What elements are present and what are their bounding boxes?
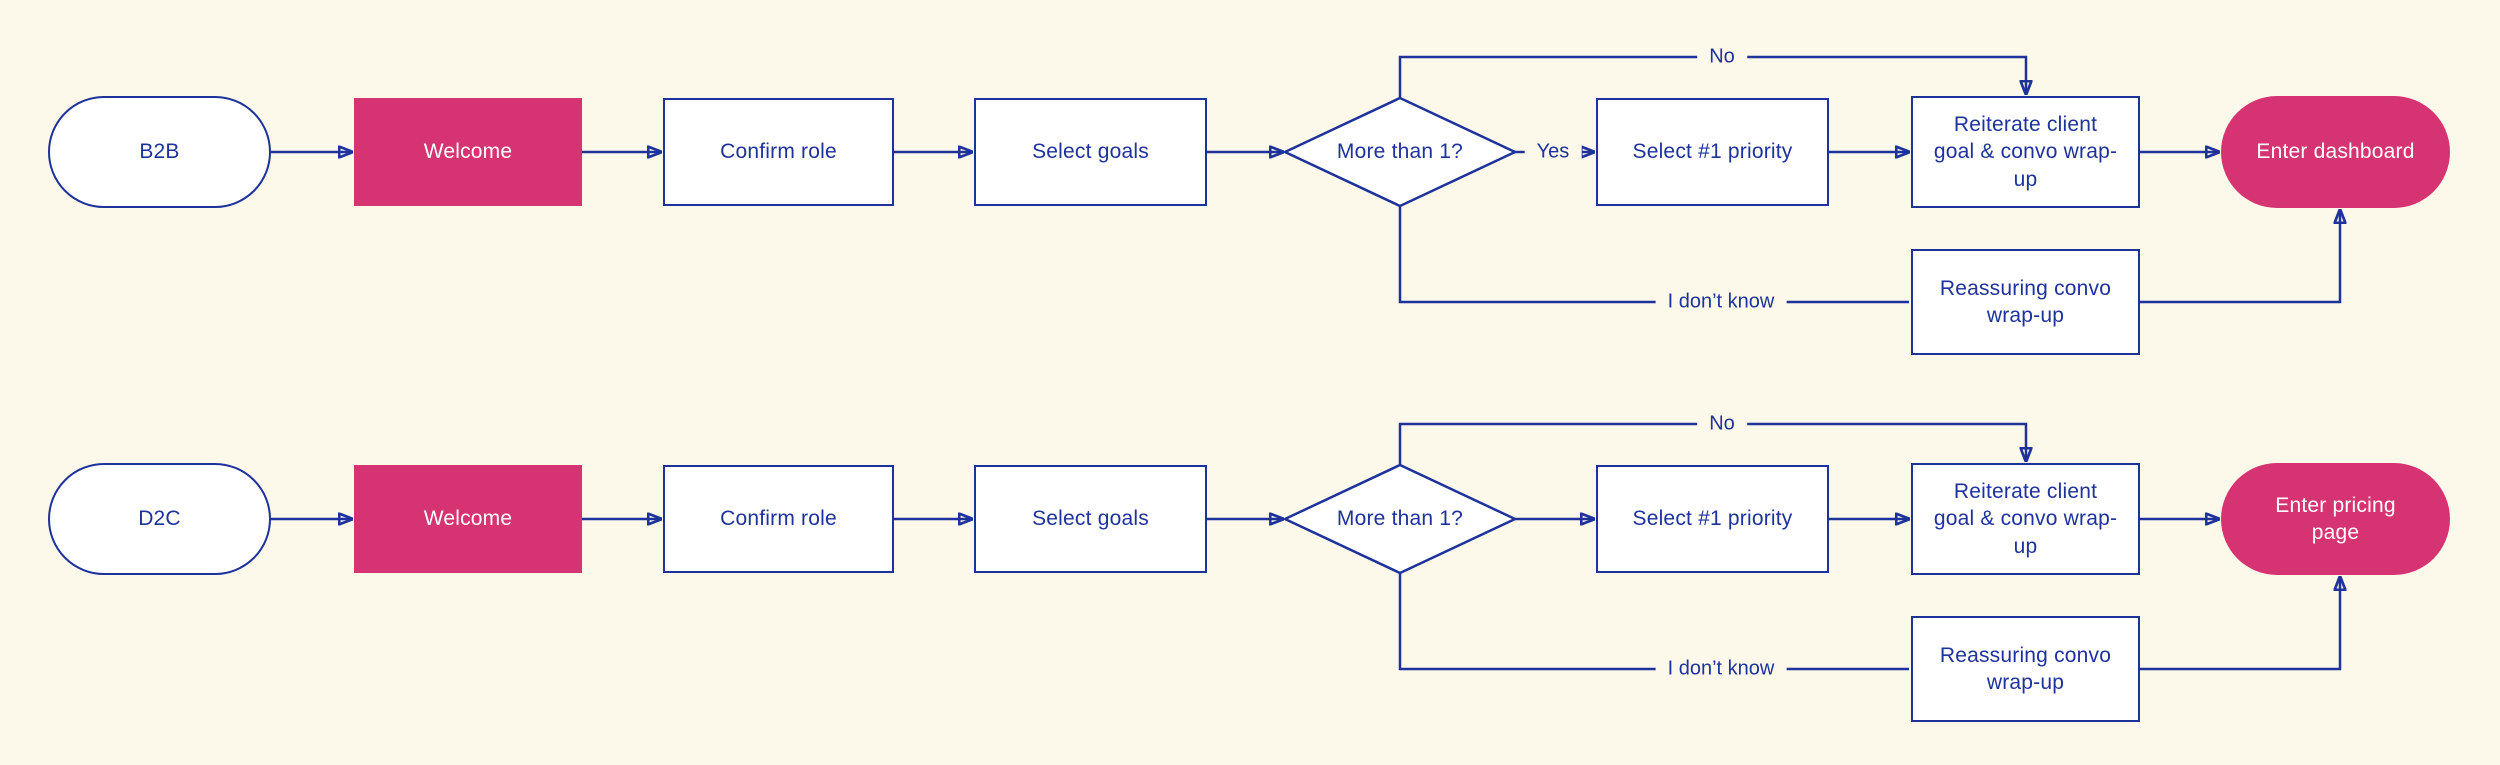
decision-label: More than 1? xyxy=(1336,507,1464,531)
confirm-role-node[interactable]: Confirm role xyxy=(663,465,894,573)
end-node-label: Enter dashboard xyxy=(2256,140,2415,164)
end-node-pricing[interactable]: Enter pricing page xyxy=(2221,463,2450,575)
select-goals-node[interactable]: Select goals xyxy=(974,98,1207,206)
start-node-b2b[interactable]: B2B xyxy=(48,96,271,208)
unknown-branch-label: I don’t know xyxy=(1655,288,1787,316)
reiterate-goal-node[interactable]: Reiterate client goal & convo wrap-up xyxy=(1911,463,2140,575)
reiterate-goal-label: Reiterate client goal & convo wrap-up xyxy=(1933,480,2118,558)
welcome-node-label: Welcome xyxy=(423,507,513,531)
reiterate-goal-node[interactable]: Reiterate client goal & convo wrap-up xyxy=(1911,96,2140,208)
no-branch-label: No xyxy=(1697,43,1747,71)
arrow-reassure-to-end xyxy=(2140,578,2340,671)
no-branch-label: No xyxy=(1697,410,1747,438)
arrow-reassure-to-end xyxy=(2140,211,2340,304)
decision-diamond-shape[interactable] xyxy=(1282,96,1518,208)
start-node-d2c[interactable]: D2C xyxy=(48,463,271,575)
decision-diamond-shape[interactable] xyxy=(1282,463,1518,575)
reassuring-wrapup-node[interactable]: Reassuring convo wrap-up xyxy=(1911,249,2140,355)
end-node-label: Enter pricing page xyxy=(2275,493,2396,544)
decision-label: More than 1? xyxy=(1336,140,1464,164)
priority-label: Select #1 priority xyxy=(1632,140,1793,164)
priority-node[interactable]: Select #1 priority xyxy=(1596,465,1829,573)
start-node-label: D2C xyxy=(138,507,181,531)
confirm-role-label: Confirm role xyxy=(720,507,837,531)
priority-node[interactable]: Select #1 priority xyxy=(1596,98,1829,206)
flow-row-b2b: B2B Welcome Confirm role Select goals Mo… xyxy=(48,43,2450,355)
select-goals-node[interactable]: Select goals xyxy=(974,465,1207,573)
end-node-dashboard[interactable]: Enter dashboard xyxy=(2221,96,2450,208)
reassuring-wrapup-label: Reassuring convo wrap-up xyxy=(1939,643,2112,694)
select-goals-label: Select goals xyxy=(1032,507,1149,531)
reassuring-wrapup-node[interactable]: Reassuring convo wrap-up xyxy=(1911,616,2140,722)
priority-label: Select #1 priority xyxy=(1632,507,1793,531)
decision-node[interactable]: More than 1? xyxy=(1295,108,1505,196)
reassuring-wrapup-label: Reassuring convo wrap-up xyxy=(1939,276,2112,327)
welcome-node[interactable]: Welcome xyxy=(354,98,582,206)
welcome-node[interactable]: Welcome xyxy=(354,465,582,573)
select-goals-label: Select goals xyxy=(1032,140,1149,164)
confirm-role-node[interactable]: Confirm role xyxy=(663,98,894,206)
decision-node[interactable]: More than 1? xyxy=(1295,475,1505,563)
flow-row-d2c: D2C Welcome Confirm role Select goals Mo… xyxy=(0,367,2500,765)
yes-branch-label: Yes xyxy=(1524,138,1582,166)
unknown-branch-label: I don’t know xyxy=(1655,655,1787,683)
start-node-label: B2B xyxy=(139,140,180,164)
confirm-role-label: Confirm role xyxy=(720,140,837,164)
reiterate-goal-label: Reiterate client goal & convo wrap-up xyxy=(1933,113,2118,191)
welcome-node-label: Welcome xyxy=(423,140,513,164)
